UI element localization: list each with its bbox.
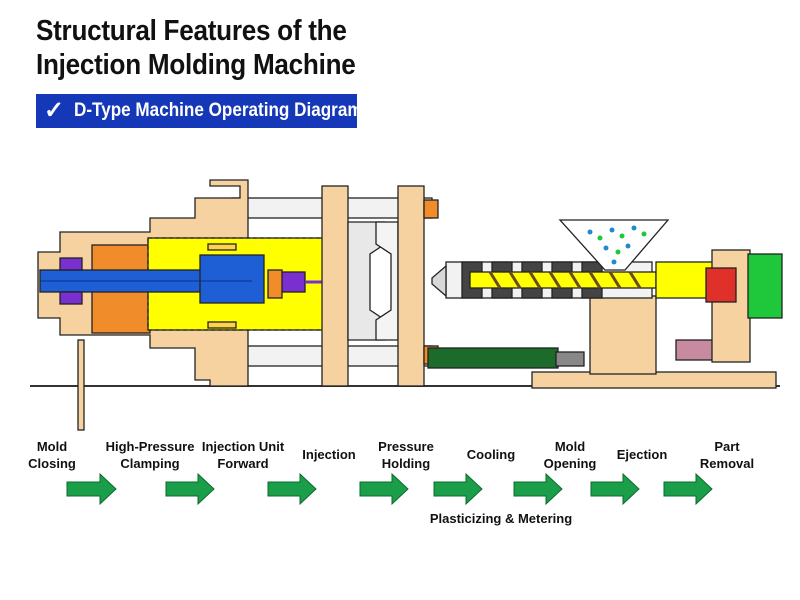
step-plasticizing-metering: Plasticizing & Metering xyxy=(429,511,573,526)
banner-label: D-Type Machine Operating Diagram xyxy=(74,100,363,121)
pellet xyxy=(619,233,625,239)
process-arrow-6 xyxy=(513,472,563,506)
purple-seal-top xyxy=(59,257,83,271)
process-arrow-4 xyxy=(359,472,409,506)
step-injection-unit-forward: Injection Unit Forward xyxy=(201,439,285,471)
pellet xyxy=(603,245,609,251)
nozzle xyxy=(431,264,447,298)
pellet xyxy=(641,231,647,237)
step-pressure-holding: Pressure Holding xyxy=(378,439,434,471)
step-mold-opening: Mold Opening xyxy=(543,439,597,471)
step-part-removal: Part Removal xyxy=(699,439,755,471)
step-mold-closing: Mold Closing xyxy=(28,439,76,471)
coil-top xyxy=(207,243,237,251)
carriage-cylinder xyxy=(427,347,559,369)
carriage-rod-end xyxy=(555,351,585,367)
pellet xyxy=(625,243,631,249)
pellet xyxy=(615,249,621,255)
hydraulic-motor xyxy=(747,253,783,319)
step-high-pressure-clamping: High-Pressure Clamping xyxy=(105,439,195,471)
pellet xyxy=(631,225,637,231)
process-arrow-5 xyxy=(433,472,483,506)
coil-bottom xyxy=(207,321,237,329)
drive-housing xyxy=(711,249,751,363)
diagram-type-banner: ✓ D-Type Machine Operating Diagram xyxy=(36,94,363,128)
pellet xyxy=(611,259,617,265)
drive-coupling xyxy=(705,267,737,303)
title-line-1: Structural Features of the xyxy=(36,15,347,47)
tie-nut-top xyxy=(423,199,439,219)
screw-flights xyxy=(488,271,642,289)
page-title: Structural Features of the Injection Mol… xyxy=(36,14,356,82)
pellet xyxy=(587,229,593,235)
fixed-platen xyxy=(397,185,425,387)
drive-shaft xyxy=(655,261,715,299)
title-line-2: Injection Molding Machine xyxy=(36,49,356,81)
process-arrow-1 xyxy=(66,472,117,506)
process-arrow-8 xyxy=(663,472,713,506)
hopper xyxy=(558,219,670,271)
seal-ring xyxy=(267,269,283,299)
pellet xyxy=(597,235,603,241)
ram-piston xyxy=(199,254,265,304)
process-arrow-2 xyxy=(165,472,215,506)
process-arrow-3 xyxy=(267,472,317,506)
purple-seal-bottom xyxy=(59,291,83,305)
process-arrow-7 xyxy=(590,472,640,506)
step-ejection: Ejection xyxy=(616,447,668,462)
step-injection: Injection xyxy=(302,447,356,462)
mold-fixed-half xyxy=(375,221,399,341)
checkmark-icon: ✓ xyxy=(44,97,65,124)
moving-platen xyxy=(321,185,349,387)
drop-rod xyxy=(77,339,85,431)
step-cooling: Cooling xyxy=(466,447,516,462)
injection-support xyxy=(589,295,657,375)
pellet xyxy=(609,227,615,233)
